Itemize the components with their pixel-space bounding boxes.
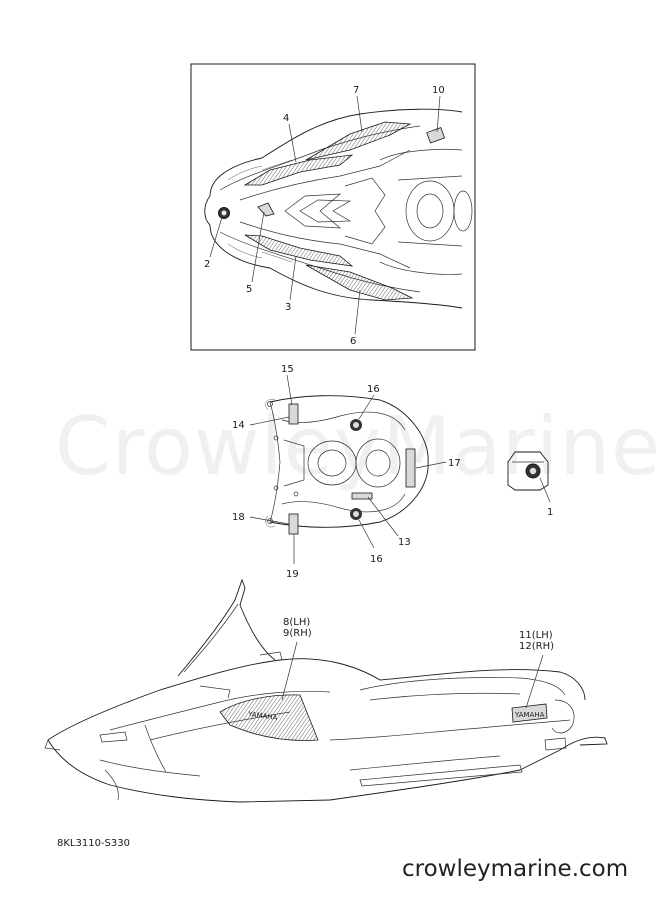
callout-7: 7 (353, 85, 359, 96)
decal-8-9 (219, 694, 319, 741)
callout-18: 18 (232, 512, 245, 523)
callout-11: 11(LH) (519, 630, 553, 641)
callout-19: 19 (286, 569, 299, 580)
decal-5 (257, 202, 275, 217)
callout-15: 15 (281, 364, 294, 375)
callout-12: 12(RH) (519, 641, 554, 652)
callout-16-upper: 16 (367, 384, 380, 395)
callout-13: 13 (398, 537, 411, 548)
callout-14: 14 (232, 420, 245, 431)
decal-11-12 (511, 703, 548, 723)
site-footer[interactable]: crowleymarine.com (402, 856, 629, 882)
callout-1: 1 (547, 507, 553, 518)
decal-11-12-brand: YAMAHA (514, 711, 545, 719)
callout-5: 5 (246, 284, 252, 295)
callout-9: 9(RH) (283, 628, 312, 639)
watermark: CrowleyMarine (55, 400, 661, 493)
emblem-part-1: 1 (507, 451, 553, 518)
decal-7 (305, 121, 412, 161)
callout-10: 10 (432, 85, 445, 96)
callout-2: 2 (204, 259, 210, 270)
top-view-panel: 4 7 10 2 5 3 6 (190, 63, 476, 351)
callout-16-lower: 16 (370, 554, 383, 565)
callout-3: 3 (285, 302, 291, 313)
diagram-code: 8KL3110-S330 (57, 838, 130, 849)
callout-17: 17 (448, 458, 461, 469)
decal-10 (426, 127, 446, 144)
hood-outline (204, 108, 473, 309)
callout-6: 6 (350, 336, 356, 347)
decal-17 (405, 448, 416, 488)
decal-4 (243, 154, 354, 186)
callout-8: 8(LH) (283, 617, 310, 628)
rear-view: 15 14 16 17 18 13 16 19 (232, 364, 461, 580)
side-view: YAMAHA YAMAHA 8(LH) 9(RH) 11(LH) 12(RH) (44, 578, 608, 803)
decal-19 (288, 513, 299, 535)
decal-6 (305, 264, 414, 301)
callout-4: 4 (283, 113, 289, 124)
decal-3 (244, 234, 354, 267)
top-view-frame (190, 63, 476, 351)
decal-15 (288, 403, 299, 425)
decal-13 (351, 492, 373, 500)
